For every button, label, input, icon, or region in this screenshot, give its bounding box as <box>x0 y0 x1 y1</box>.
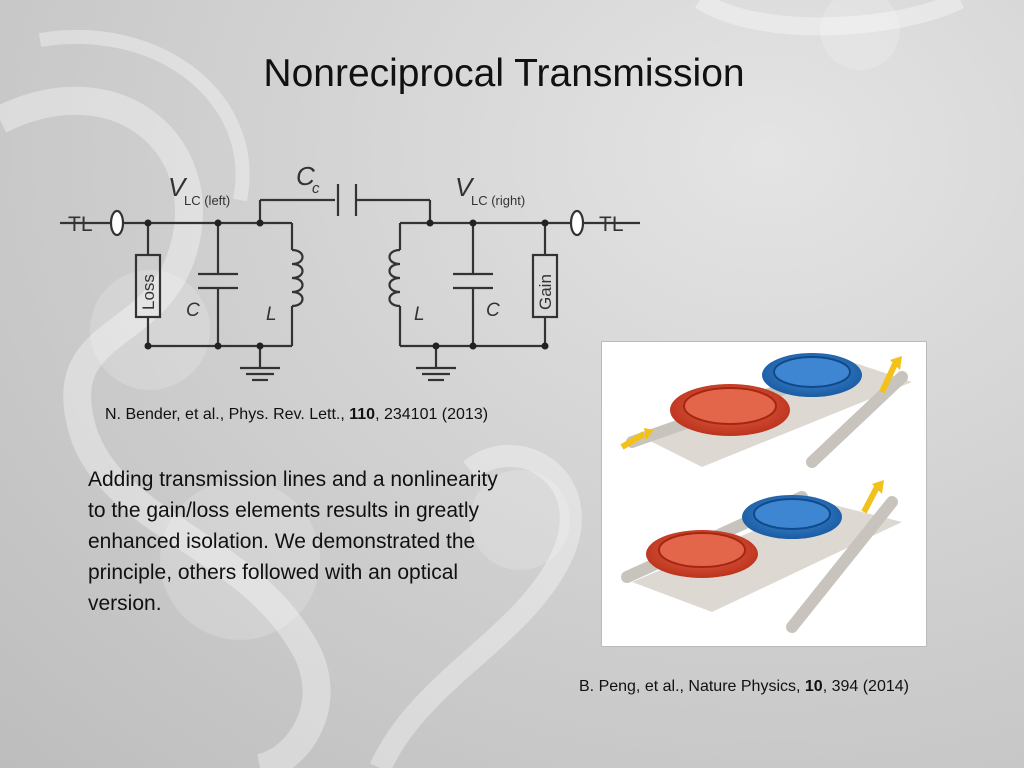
v-left-symbol: V <box>168 172 188 202</box>
gain-label: Gain <box>536 274 555 310</box>
body-paragraph: Adding transmission lines and a nonlinea… <box>88 468 498 615</box>
citation-peng: B. Peng, et al., Nature Physics, 10, 394… <box>579 678 909 695</box>
v-right-symbol: V <box>455 172 475 202</box>
citation-bender: N. Bender, et al., Phys. Rev. Lett., 110… <box>105 406 489 423</box>
cc-subscript: c <box>312 180 320 197</box>
c-right-label: C <box>486 300 500 321</box>
v-left-subscript: LC (left) <box>184 193 230 208</box>
tl-right-label: TL <box>599 213 624 236</box>
l-right-label: L <box>414 304 425 325</box>
cc-symbol: C <box>296 161 315 191</box>
l-left-label: L <box>266 304 277 325</box>
tl-left-label: TL <box>68 213 93 236</box>
lc-circuit-diagram: TL TL V LC (left) C c V LC (right) Loss … <box>60 161 640 382</box>
v-right-subscript: LC (right) <box>471 193 525 208</box>
loss-label: Loss <box>139 274 158 310</box>
lower-resonator-pair <box>621 480 902 633</box>
optical-resonator-figure <box>601 341 927 647</box>
slide-title: Nonreciprocal Transmission <box>263 52 745 95</box>
c-left-label: C <box>186 300 200 321</box>
upper-resonator-pair <box>620 353 912 468</box>
